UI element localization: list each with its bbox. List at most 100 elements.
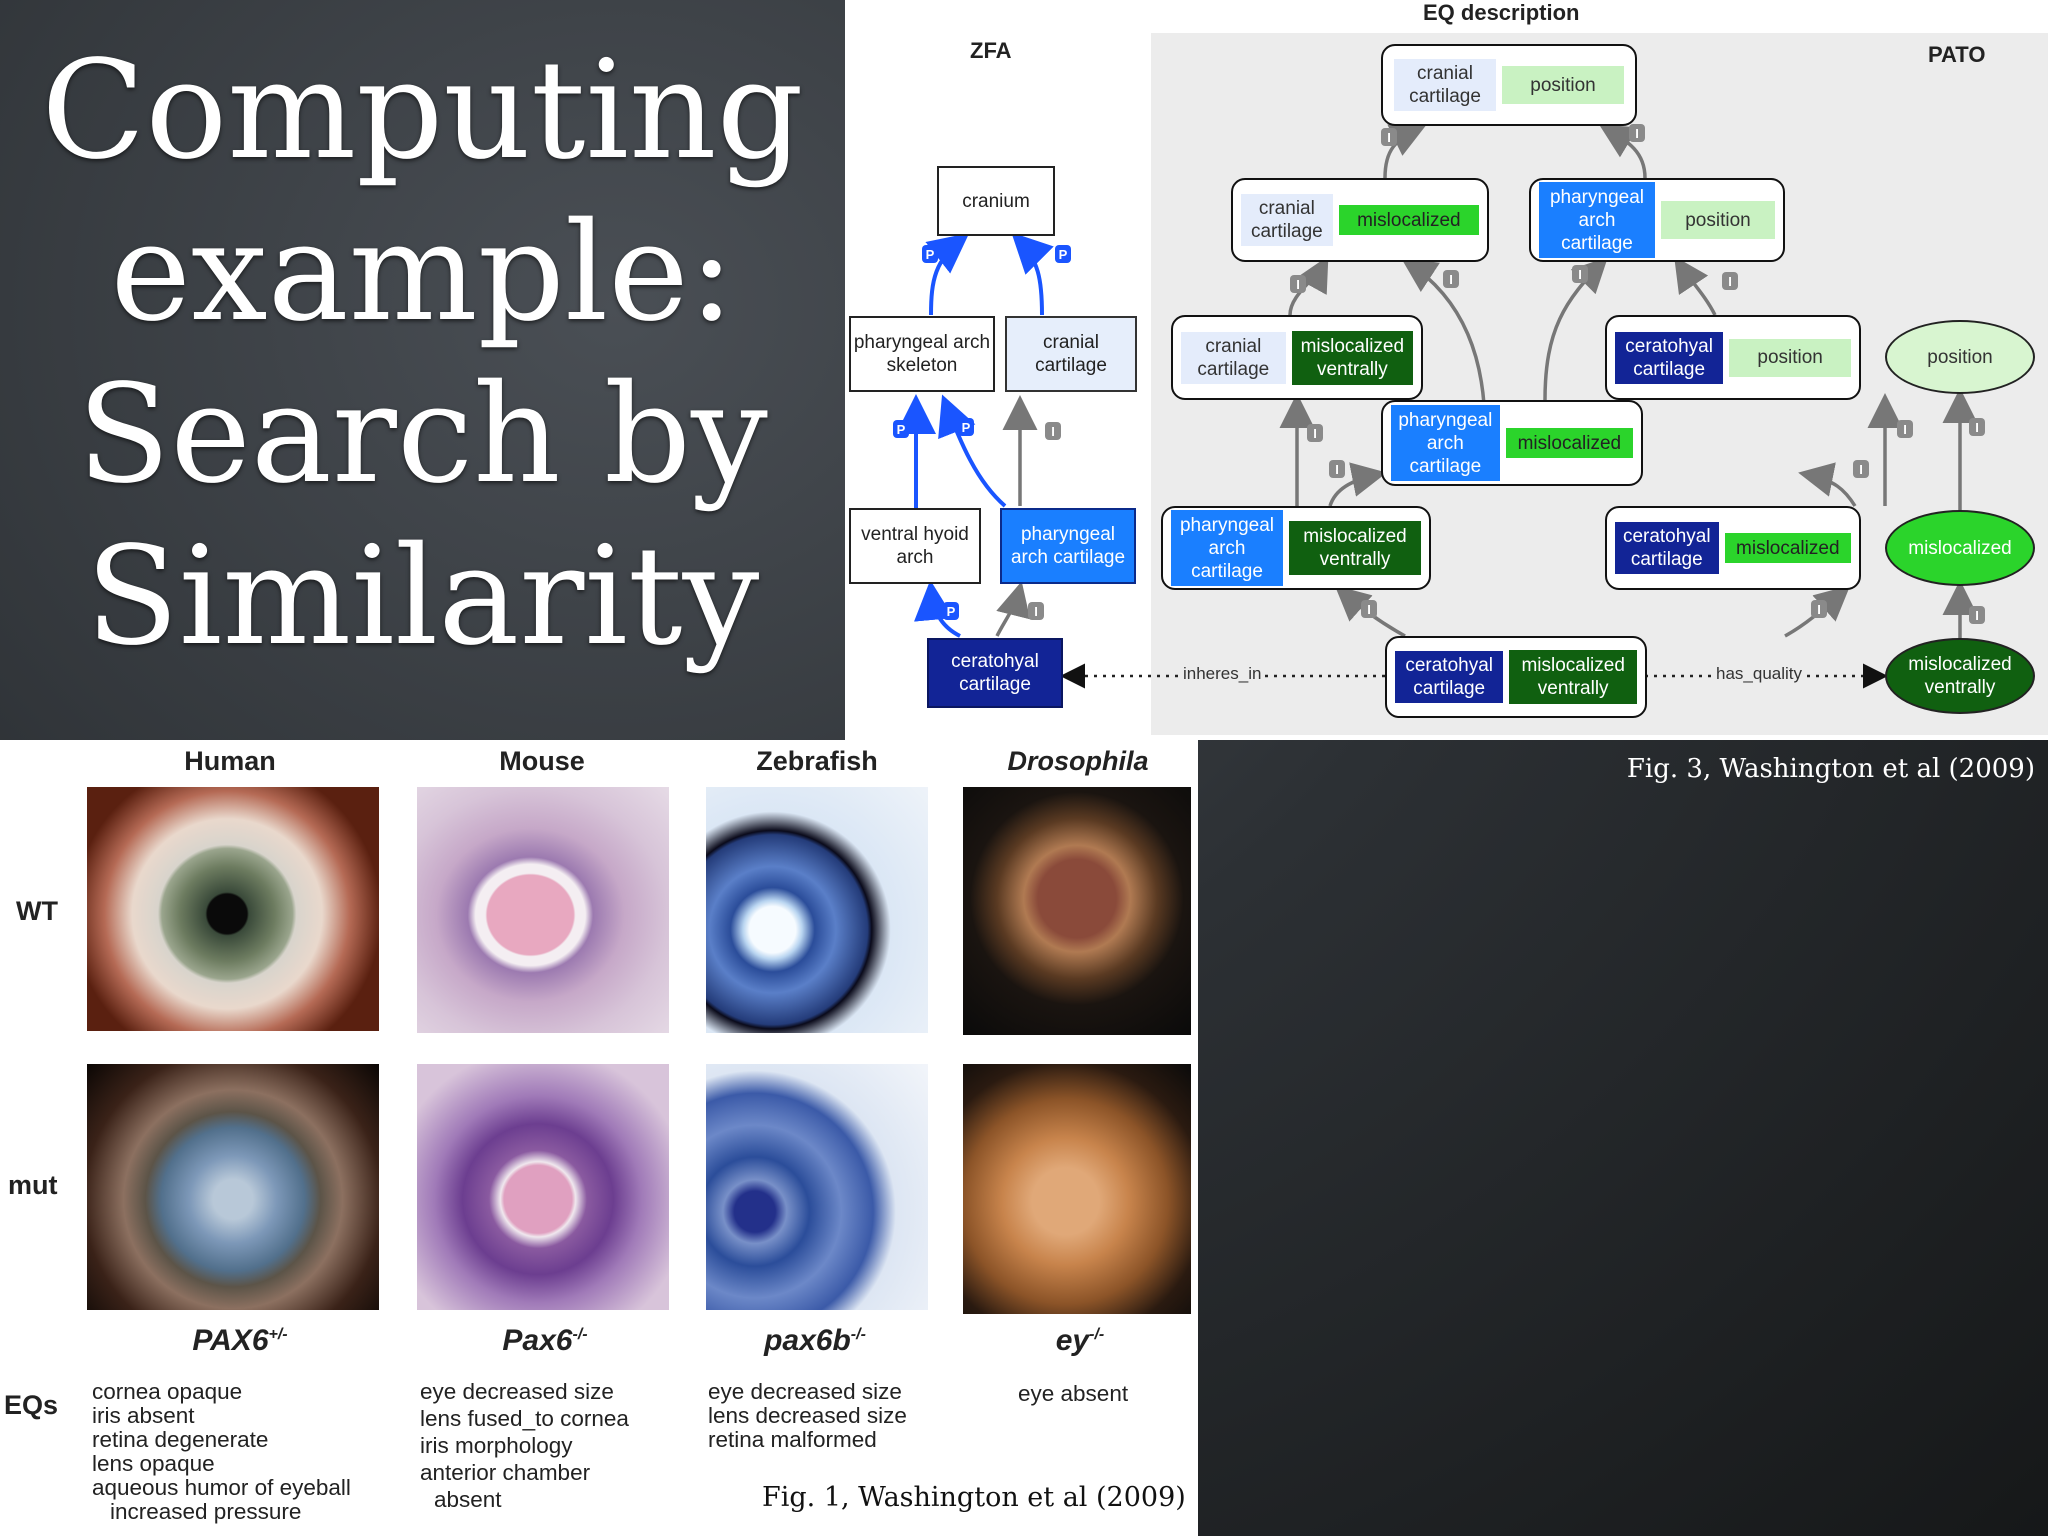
is-a-badge: I (1853, 460, 1869, 478)
eq-node: ceratohyal cartilage mislocalized (1605, 506, 1861, 590)
gene-genotype: -/- (850, 1326, 866, 1343)
is-a-badge: I (1443, 270, 1459, 288)
is-a-badge: I (1572, 265, 1588, 283)
gene-name: ey (1055, 1324, 1090, 1357)
slide-title: Computing example: Search by Similarity (0, 30, 845, 678)
is-a-badge: I (1361, 600, 1377, 618)
eq-quality: position (1729, 338, 1851, 377)
human-mut-eye-image (87, 1064, 379, 1310)
human-wt-eye-image (87, 787, 379, 1031)
eq-node: cranial cartilage mislocalized (1231, 178, 1489, 262)
title-line: Similarity (85, 518, 760, 676)
eq-entity: pharyngeal arch cartilage (1391, 405, 1500, 481)
eq-item: cornea opaque (92, 1379, 243, 1404)
gene-name: PAX6 (192, 1324, 269, 1357)
row-header: WT (16, 896, 58, 926)
is-a-badge: I (1811, 600, 1827, 618)
gene-label: PAX6+/- (140, 1324, 340, 1358)
zfa-node-cranium: cranium (937, 166, 1055, 236)
eq-node: cranial cartilage position (1381, 44, 1637, 126)
eq-quality: mislocalized ventrally (1289, 521, 1421, 575)
gene-genotype: +/- (268, 1326, 288, 1343)
eq-quality: position (1660, 201, 1775, 239)
gene-label: Pax6-/- (445, 1324, 645, 1358)
gene-name: Pax6 (502, 1324, 573, 1357)
title-line: example: (110, 194, 735, 352)
part-of-badge: P (1055, 245, 1071, 263)
eq-entity: ceratohyal cartilage (1395, 651, 1504, 703)
title-line: Search by (77, 356, 768, 514)
column-header: Drosophila (1007, 746, 1149, 776)
eq-item: absent (434, 1487, 502, 1512)
eq-item: lens decreased size (708, 1403, 907, 1428)
is-a-badge: I (1045, 422, 1061, 440)
is-a-badge: I (1629, 124, 1645, 142)
eq-item: increased pressure (110, 1499, 302, 1524)
is-a-badge: I (1969, 606, 1985, 624)
part-of-badge: P (943, 602, 959, 620)
eq-node: ceratohyal cartilage mislocalized ventra… (1385, 636, 1647, 718)
row-header: mut (8, 1170, 58, 1200)
is-a-badge: I (1290, 275, 1306, 293)
eq-entity: cranial cartilage (1394, 59, 1496, 111)
zfa-node-cranial-cartilage: cranial cartilage (1005, 316, 1137, 392)
zebrafish-mut-eye-image (706, 1064, 928, 1310)
eq-quality: mislocalized ventrally (1291, 330, 1413, 385)
pato-node-position: position (1885, 320, 2035, 394)
eq-quality: mislocalized (1338, 205, 1479, 235)
eq-item: anterior chamber (420, 1460, 591, 1485)
column-header: Human (184, 746, 276, 776)
eq-entity: ceratohyal cartilage (1615, 522, 1719, 574)
mouse-wt-eye-image (417, 787, 669, 1033)
eq-item: eye absent (1018, 1381, 1129, 1406)
is-a-badge: I (1722, 272, 1738, 290)
column-header: Mouse (499, 746, 585, 776)
zfa-heading: ZFA (970, 38, 1012, 63)
eq-item: iris morphology (420, 1433, 573, 1458)
zfa-node-ceratohyal-cartilage: ceratohyal cartilage (927, 638, 1063, 708)
eq-item: eye decreased size (708, 1379, 902, 1404)
gene-name: pax6b (764, 1324, 851, 1357)
eq-list-human: cornea opaque iris absent retina degener… (92, 1380, 351, 1524)
eq-item: iris absent (92, 1403, 195, 1428)
gene-genotype: -/- (1089, 1326, 1105, 1343)
eq-quality: mislocalized ventrally (1509, 650, 1637, 704)
eq-node: pharyngeal arch cartilage mislocalized v… (1161, 506, 1431, 590)
eq-item: lens opaque (92, 1451, 215, 1476)
eq-quality: position (1502, 66, 1624, 104)
eq-entity: ceratohyal cartilage (1615, 331, 1724, 384)
inheres-in-label: inheres_in (1180, 664, 1265, 684)
gene-label: ey-/- (980, 1324, 1180, 1358)
eq-node: pharyngeal arch cartilage mislocalized (1381, 400, 1643, 486)
mouse-mut-eye-image (417, 1064, 669, 1310)
zfa-node-pharyngeal-arch-cartilage: pharyngeal arch cartilage (1000, 508, 1136, 584)
eq-item: lens fused_to cornea (420, 1406, 629, 1431)
title-line: Computing (41, 32, 804, 190)
eq-node: ceratohyal cartilage position (1605, 315, 1861, 400)
column-header: Zebrafish (756, 746, 878, 776)
zfa-node-pharyngeal-arch-skeleton: pharyngeal arch skeleton (849, 316, 995, 392)
drosophila-wt-eye-image (963, 787, 1191, 1035)
part-of-badge: P (958, 418, 974, 436)
eye-phenotype-panel: Human Mouse Zebrafish Drosophila WT mut … (0, 740, 1198, 1536)
zebrafish-wt-eye-image (706, 787, 928, 1033)
eq-node: cranial cartilage mislocalized ventrally (1171, 315, 1423, 400)
eq-item: retina malformed (708, 1427, 877, 1452)
row-header: EQs (4, 1390, 59, 1420)
eq-entity: pharyngeal arch cartilage (1171, 510, 1283, 586)
eq-quality: mislocalized (1724, 533, 1851, 563)
gene-label: pax6b-/- (715, 1324, 915, 1358)
eq-list-drosophila: eye absent (1018, 1382, 1128, 1406)
figure-caption: Fig. 1, Washington et al (2009) (762, 1482, 1186, 1513)
is-a-badge: I (1028, 602, 1044, 620)
eq-item: eye decreased size (420, 1379, 614, 1404)
eq-quality: mislocalized (1505, 428, 1633, 458)
pato-heading: PATO (1928, 42, 1986, 67)
is-a-badge: I (1329, 460, 1345, 478)
drosophila-mut-eye-image (963, 1064, 1191, 1314)
has-quality-label: has_quality (1713, 664, 1806, 684)
figure-caption: Fig. 3, Washington et al (2009) (1626, 754, 2035, 784)
eq-node: pharyngeal arch cartilage position (1529, 178, 1785, 262)
eq-description-heading: EQ description (1423, 0, 1580, 25)
part-of-badge: P (893, 420, 909, 438)
